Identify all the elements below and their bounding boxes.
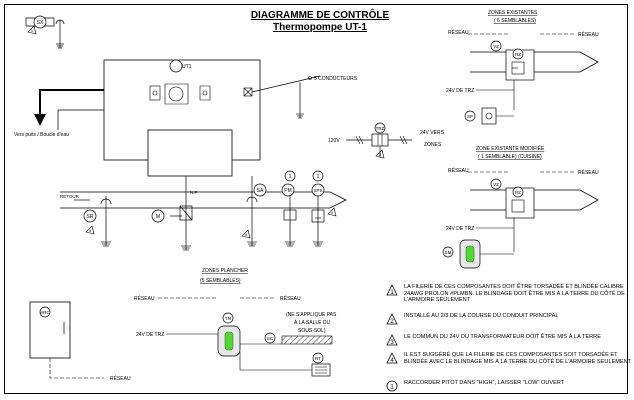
reseau-label-mid-left: RÉSEAU: [448, 167, 469, 174]
rz-tag-top: RZ: [515, 52, 521, 57]
sps-sensor: 1 SPS 4: [311, 170, 337, 247]
nf-label: N.F: [190, 190, 198, 195]
modified-zone-block: ZONE EXISTANTE MODIFIÉE ( 1 SEMBLABLE) (…: [442, 145, 599, 269]
subtitle-text: Thermopompe UT-1: [273, 22, 367, 33]
reseau-label-top-right: RÉSEAU: [578, 31, 599, 38]
vers-puits-label: Vers puits / Boucle d'eau: [14, 132, 69, 138]
reseau-label-top-left: RÉSEAU: [448, 29, 469, 36]
note-text-2: INSTALLÉ AU 2/3 DE LA COURSE DU CONDUIT …: [404, 313, 559, 319]
note-3-marker-trz: 3: [379, 152, 382, 157]
note-symbol-5: 1: [390, 385, 394, 391]
un-semblable-label: ( 1 SEMBLABLE) (CUISINE): [478, 154, 542, 160]
ne-sapplique-line-2: À LA SALLE DU: [294, 319, 331, 326]
note-4-marker-sa: 4: [245, 232, 248, 237]
note-row-4: 4 IL EST SUGGÉRÉ QUE LA FILERIE DE CES C…: [386, 352, 632, 365]
reseau-label-mid-right: RÉSEAU: [578, 169, 599, 176]
existing-zones-block: ZONES EXISTANTES ( 6 SEMBLABLES) RÉSEAU …: [446, 10, 599, 125]
note-text-3: LE COMMUN DU 24V DU TRANSFORMATEUR DOIT …: [404, 334, 601, 340]
note-4-marker-sps: 4: [331, 210, 334, 215]
note-row-2: 2 INSTALLÉ AU 2/3 DE LA COURSE DU CONDUI…: [386, 313, 632, 325]
sx-tag: SX: [37, 20, 44, 26]
trz-transformer: TRZ 3: [346, 122, 412, 159]
vz-tag-mid: VZ: [493, 182, 499, 187]
pm-sensor: 1 PM: [281, 170, 297, 247]
conducteurs-label: 5 CONDUCTEURS: [314, 76, 358, 82]
note-1-marker-sps: 1: [317, 174, 320, 180]
vz-tag-top: VZ: [493, 44, 499, 49]
v24-trz-label-floor: 24V DE TRZ: [136, 332, 164, 338]
note-4-marker-sr: 4: [89, 228, 92, 233]
v24-vers-label: 24V VERS: [420, 130, 445, 136]
note-triangle-icon: 2: [386, 313, 398, 325]
v120-label: 120V: [328, 138, 340, 144]
page-frame: [4, 4, 628, 394]
sa-tag: SA: [257, 188, 264, 194]
five-conductors-wire: [251, 75, 321, 119]
tn-tag: TN: [225, 316, 231, 321]
note-triangle-icon: 1: [386, 284, 398, 296]
sr-sensor: SR 4: [83, 196, 112, 247]
floor-zones-block: ZONES PLANCHER (5 SEMBLABLES) RÉSEAU RÉS…: [134, 268, 337, 377]
m-damper-motor: M: [151, 176, 193, 251]
v24-trz-label-top: 24V DE TRZ: [446, 88, 474, 94]
note-text-5: RACCORDER PITOT DANS "HIGH", LAISSER "LO…: [404, 380, 565, 386]
ut1-tag: UT1: [182, 64, 192, 70]
note-triangle-icon: 3: [386, 334, 398, 346]
sc-tag: SC: [267, 336, 274, 341]
rt-tag: RT: [315, 356, 321, 361]
cinq-semblables-label: (5 SEMBLABLES): [200, 278, 241, 284]
reseau-label-arc: RÉSEAU: [110, 375, 131, 382]
sr-tag: SR: [87, 214, 94, 220]
zones-existantes-title: ZONES EXISTANTES: [488, 10, 538, 16]
ne-sapplique-line-3: SOUS-SOL): [298, 328, 326, 334]
arc-tag: ARC: [40, 310, 50, 315]
reseau-label-floor-left: RÉSEAU: [134, 295, 155, 302]
m-tag: M: [156, 214, 160, 220]
note-circle-icon: 1: [386, 380, 398, 392]
note-1-marker-sx: 1: [31, 28, 34, 33]
note-triangle-icon: 4: [386, 352, 398, 364]
sps-tag: SPS: [313, 188, 322, 193]
sa-sensor: SA 4: [241, 176, 267, 247]
note-symbol-3: 3: [390, 340, 394, 346]
zones-label: ZONES: [424, 142, 442, 148]
arc-cabinet: ARC: [29, 301, 104, 379]
retour-label: RETOUR: [60, 194, 80, 199]
zones-plancher-title: ZONES PLANCHER: [202, 268, 248, 274]
return-duct: [60, 191, 347, 209]
ne-sapplique-line-1: (NE S'APPLIQUE PAS: [286, 312, 337, 318]
note-1-marker-pm: 1: [289, 174, 292, 180]
rz-tag-mid: RZ: [515, 190, 521, 195]
heat-pump-unit-ut1: UT1: [34, 59, 261, 177]
note-symbol-2: 2: [390, 319, 394, 325]
note-row-3: 3 LE COMMUN DU 24V DU TRANSFORMATEUR DOI…: [386, 334, 632, 346]
reseau-label-floor-right: RÉSEAU: [280, 295, 301, 302]
note-row-5: 1 RACCORDER PITOT DANS "HIGH", LAISSER "…: [386, 380, 632, 392]
title-text: DIAGRAMME DE CONTRÔLE: [250, 10, 390, 21]
note-text-4: IL EST SUGGÉRÉ QUE LA FILERIE DE CES COM…: [404, 352, 632, 365]
pm-tag: PM: [284, 188, 292, 194]
sp-tag: SP: [467, 114, 473, 119]
six-semblables-label: ( 6 SEMBLABLES): [494, 18, 536, 24]
v24-trz-label-mid: 24V DE TRZ: [446, 226, 474, 232]
trz-tag: TRZ: [376, 126, 385, 131]
note-symbol-4: 4: [390, 358, 394, 364]
sm-tag: SM: [445, 250, 452, 255]
zone-modifiee-title: ZONE EXISTANTE MODIFIÉE: [476, 145, 545, 152]
note-row-1: 1 LA FILERIE DE CES COMPOSANTES DOIT ÊTR…: [386, 284, 632, 304]
note-text-1: LA FILERIE DE CES COMPOSANTES DOIT ÊTRE …: [404, 284, 625, 304]
diagram-title: DIAGRAMME DE CONTRÔLE Thermopompe UT-1: [200, 10, 440, 34]
note-symbol-1: 1: [390, 290, 394, 296]
sx-sensor: SX 1: [25, 15, 65, 49]
